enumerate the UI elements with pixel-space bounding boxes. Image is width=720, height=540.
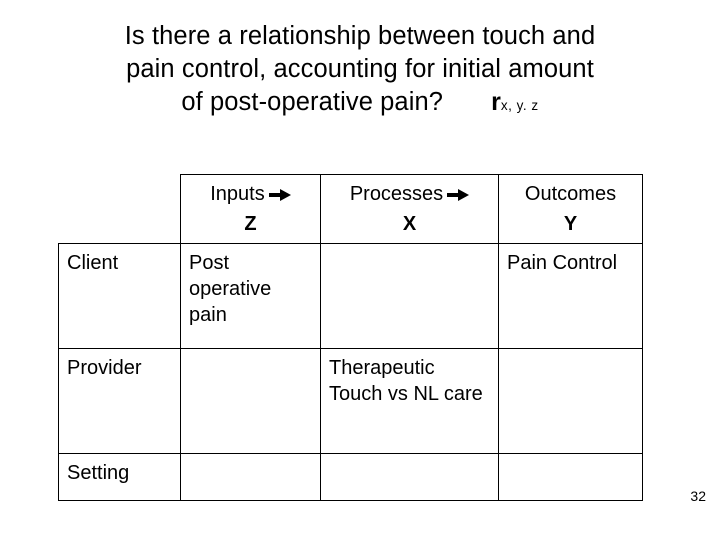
arrow-right-icon bbox=[268, 188, 291, 201]
title-line-3-row: of post-operative pain? rx, y. z bbox=[0, 86, 720, 122]
header-inputs-letter: Z bbox=[244, 213, 257, 235]
header-processes-letter: X bbox=[402, 213, 417, 235]
header-outcomes-label: Outcomes bbox=[524, 183, 617, 205]
header-inputs-label: Inputs bbox=[210, 183, 265, 205]
header-outcomes-cell: Outcomes Y bbox=[498, 174, 643, 244]
header-corner-cell bbox=[58, 174, 181, 244]
framework-matrix: Inputs Z Processes X Outcomes Y Client P… bbox=[58, 174, 643, 501]
header-processes-label: Processes bbox=[349, 183, 444, 205]
table-row: Provider Therapeutic Touch vs NL care bbox=[58, 348, 643, 454]
header-outcomes-letter: Y bbox=[563, 213, 578, 235]
row-label-provider: Provider bbox=[58, 348, 181, 454]
arrow-right-icon bbox=[447, 188, 470, 201]
header-inputs-cell: Inputs Z bbox=[180, 174, 321, 244]
cell-provider-outcomes bbox=[498, 348, 643, 454]
title-line-1: Is there a relationship between touch an… bbox=[124, 22, 596, 50]
page-title: Is there a relationship between touch an… bbox=[0, 20, 720, 122]
cell-setting-outcomes bbox=[498, 453, 643, 501]
cell-setting-inputs bbox=[180, 453, 321, 501]
page-number: 32 bbox=[690, 488, 706, 504]
cell-setting-processes bbox=[320, 453, 499, 501]
row-label-setting: Setting bbox=[58, 453, 181, 501]
header-processes-cell: Processes X bbox=[320, 174, 499, 244]
row-label-client: Client bbox=[58, 243, 181, 349]
correlation-symbol-letter: r bbox=[491, 88, 501, 116]
cell-client-outcomes: Pain Control bbox=[498, 243, 643, 349]
correlation-symbol: rx, y. z bbox=[491, 86, 539, 122]
cell-client-inputs: Post operative pain bbox=[180, 243, 321, 349]
cell-client-processes bbox=[320, 243, 499, 349]
cell-provider-inputs bbox=[180, 348, 321, 454]
title-line-2: pain control, accounting for initial amo… bbox=[126, 55, 594, 83]
cell-provider-processes: Therapeutic Touch vs NL care bbox=[320, 348, 499, 454]
title-line-3: of post-operative pain? bbox=[181, 88, 444, 116]
table-row: Client Post operative pain Pain Control bbox=[58, 243, 643, 349]
table-row: Setting bbox=[58, 453, 643, 501]
correlation-symbol-subscript: x, y. z bbox=[500, 98, 539, 113]
table-header-row: Inputs Z Processes X Outcomes Y bbox=[58, 174, 643, 244]
